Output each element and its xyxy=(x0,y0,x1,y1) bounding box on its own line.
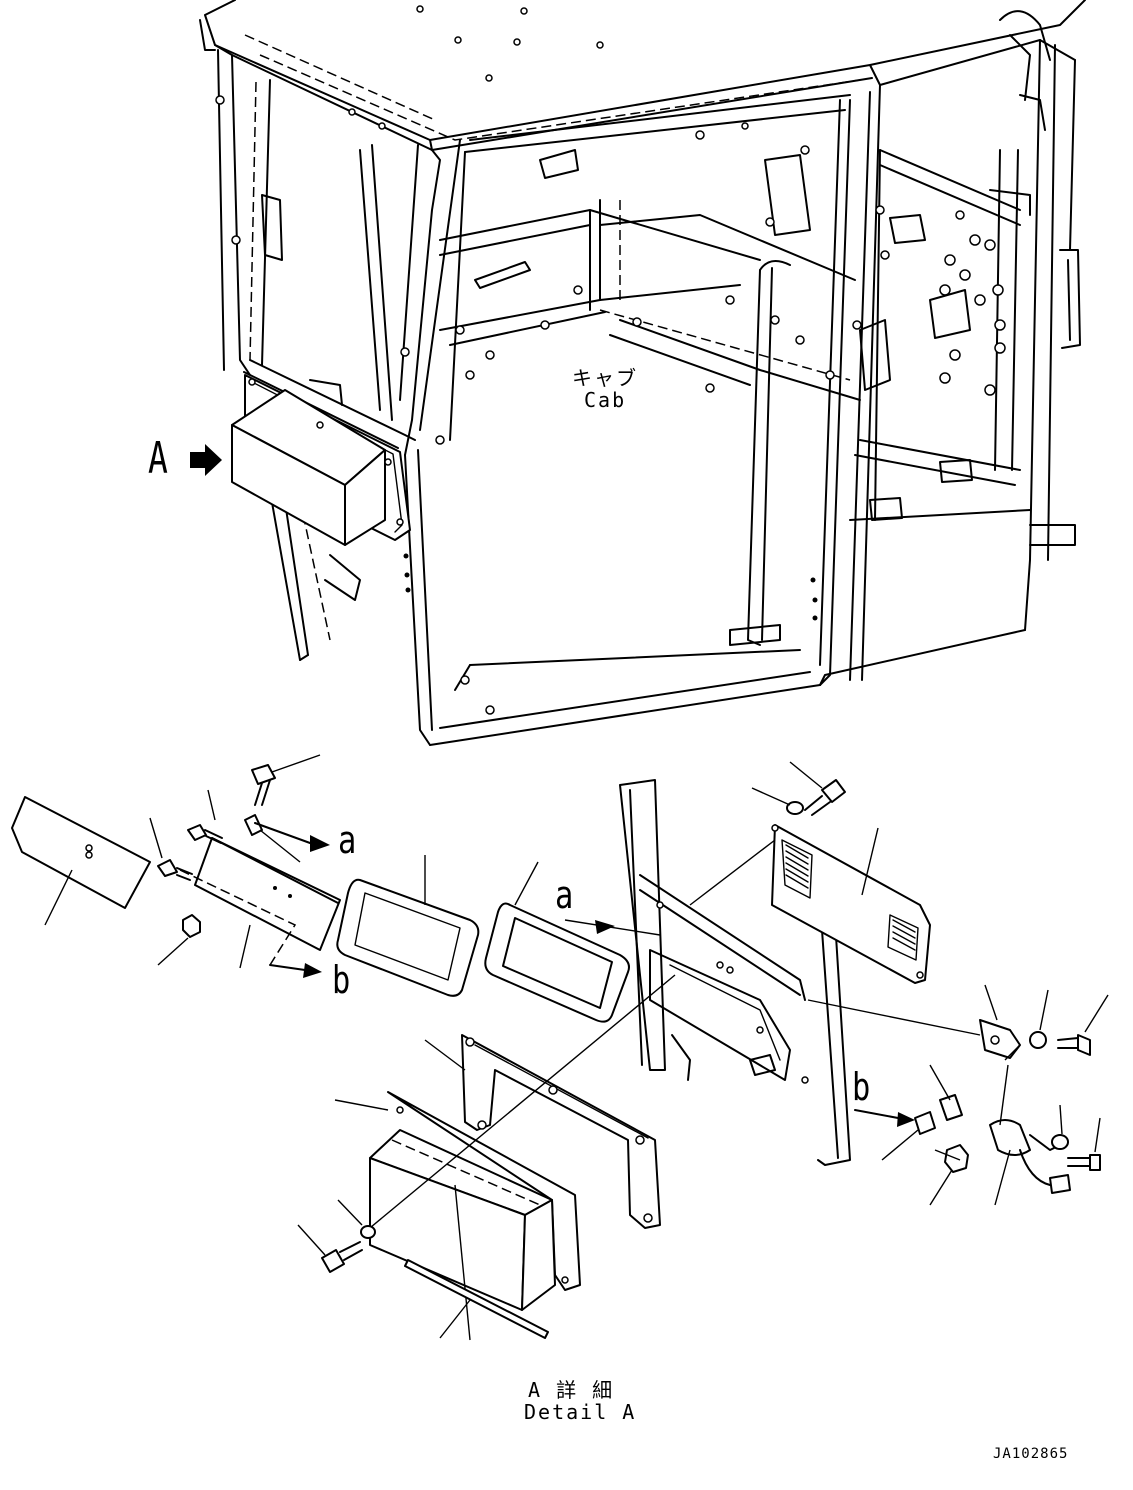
spacer-pin xyxy=(244,814,330,863)
ref-b-lower: b xyxy=(332,958,351,1002)
assembly-line-2 xyxy=(454,1184,471,1341)
frame-section xyxy=(564,779,851,1166)
duct-on-cab xyxy=(231,374,411,546)
screw-mid-left xyxy=(149,817,193,881)
screw-upper-left xyxy=(187,789,223,844)
assembly-line-1 xyxy=(364,974,676,1233)
grille-cover xyxy=(689,824,931,984)
lower-bolt xyxy=(297,1199,376,1273)
upper-bolt xyxy=(251,754,321,806)
cab-label-jp: キャブ xyxy=(572,366,638,390)
cab-label-en: Cab xyxy=(584,388,627,412)
lower-duct xyxy=(334,1091,581,1311)
lock-bracket xyxy=(807,984,1109,1059)
drawing-code: JA102865 xyxy=(993,1446,1069,1462)
seal-ring xyxy=(484,861,630,1023)
bottom-strip xyxy=(404,1259,549,1339)
nut-left xyxy=(157,914,201,966)
ref-a-upper: a xyxy=(338,818,357,862)
bolt-upper-right xyxy=(751,761,846,816)
flange-gasket xyxy=(424,1034,661,1229)
view-arrow-icon xyxy=(190,444,222,476)
cover-plate xyxy=(11,796,151,926)
gasket-rounded xyxy=(336,855,480,997)
view-a-label: A xyxy=(148,433,168,484)
detail-label-en: Detail A xyxy=(524,1400,637,1424)
detail-label-jp: A 詳 細 xyxy=(528,1378,615,1402)
ref-a-frame: a xyxy=(555,873,574,917)
arrow-b-left xyxy=(269,964,306,971)
actuator-assembly xyxy=(854,1044,1101,1206)
ref-b-frame: b xyxy=(852,1065,871,1109)
cab-frame xyxy=(199,0,1086,746)
bracket-plate xyxy=(179,837,341,969)
